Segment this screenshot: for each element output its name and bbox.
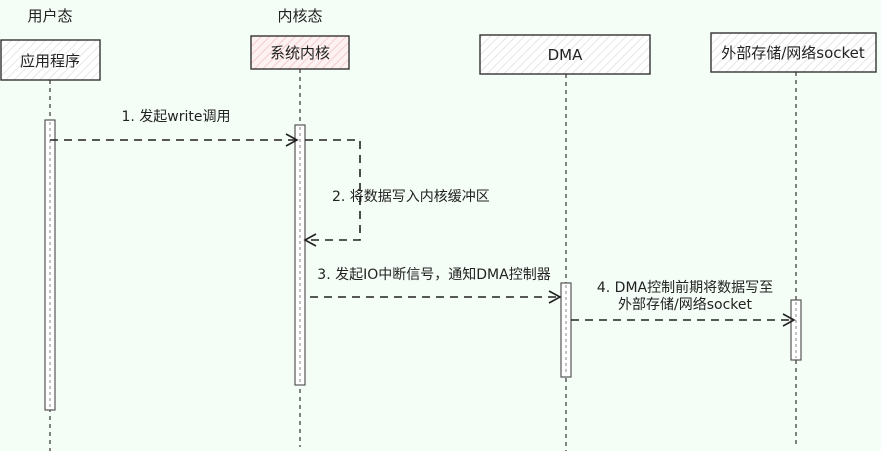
participant-label: 系统内核 (270, 44, 330, 62)
participant-label: DMA (548, 46, 583, 64)
participant-ext[interactable]: 外部存储/网络socket (710, 32, 877, 73)
message-label: 3. 发起IO中断信号，通知DMA控制器 (317, 266, 550, 283)
message-label-line-2: 外部存储/网络socket (618, 297, 752, 313)
zone-label-user-mode: 用户态 (27, 7, 72, 25)
participant-box (710, 32, 877, 73)
participant-label: 应用程序 (20, 52, 80, 70)
message-4[interactable]: 4. DMA控制前期将数据写至 外部存储/网络socket (571, 279, 796, 327)
activations (44, 119, 802, 411)
participant-label: 外部存储/网络socket (721, 44, 865, 62)
lifelines (49, 69, 797, 451)
participant-kernel[interactable]: 系统内核 (250, 35, 350, 70)
participant-box (0, 39, 101, 81)
message-label-line-1: 4. DMA控制前期将数据写至 (597, 279, 773, 296)
participant-box (479, 34, 651, 75)
participant-box (250, 35, 350, 70)
activation-ext (790, 299, 802, 361)
message-2[interactable]: 2. 将数据写入内核缓冲区 (303, 139, 490, 247)
message-1[interactable]: 1. 发起write调用 (50, 109, 299, 147)
message-3[interactable]: 3. 发起IO中断信号，通知DMA控制器 (310, 266, 562, 304)
message-label: 1. 发起write调用 (121, 109, 230, 125)
participant-app[interactable]: 应用程序 (0, 39, 101, 81)
message-label: 2. 将数据写入内核缓冲区 (332, 189, 490, 205)
participant-dma[interactable]: DMA (479, 34, 651, 75)
zone-label-kernel-mode: 内核态 (277, 7, 322, 25)
message-arrow (303, 139, 361, 247)
activation-app (44, 119, 56, 411)
